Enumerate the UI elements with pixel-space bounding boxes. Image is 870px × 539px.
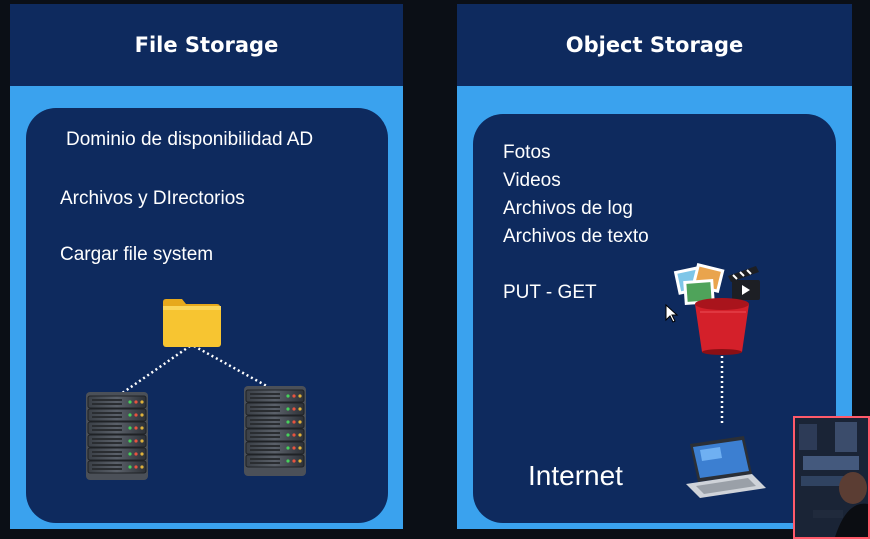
object-line-fotos: Fotos [503, 142, 551, 163]
file-line-ad: Dominio de disponibilidad AD [66, 129, 314, 150]
webcam-overlay [793, 416, 870, 539]
object-storage-panel: Object Storage [457, 4, 852, 529]
object-storage-header: Object Storage [457, 4, 852, 86]
bucket-icon [695, 298, 749, 355]
laptop-icon [686, 436, 766, 498]
file-line-archivos: Archivos y DIrectorios [60, 188, 245, 209]
clapperboard-icon [728, 266, 760, 300]
file-storage-title: File Storage [134, 33, 279, 57]
folder-icon [163, 299, 221, 347]
object-line-videos: Videos [503, 170, 561, 191]
object-storage-title: Object Storage [565, 33, 744, 57]
internet-label: Internet [528, 460, 623, 491]
server-icon [86, 392, 148, 480]
file-storage-header: File Storage [10, 4, 403, 86]
file-links [117, 344, 275, 398]
object-line-log: Archivos de log [503, 198, 633, 219]
photos-icon [673, 262, 725, 306]
cursor-icon [665, 303, 679, 323]
server-icon [244, 386, 306, 476]
object-line-texto: Archivos de texto [503, 226, 649, 247]
file-line-cargar: Cargar file system [60, 244, 214, 265]
object-ops: PUT - GET [503, 282, 597, 303]
object-storage-card [473, 114, 836, 523]
